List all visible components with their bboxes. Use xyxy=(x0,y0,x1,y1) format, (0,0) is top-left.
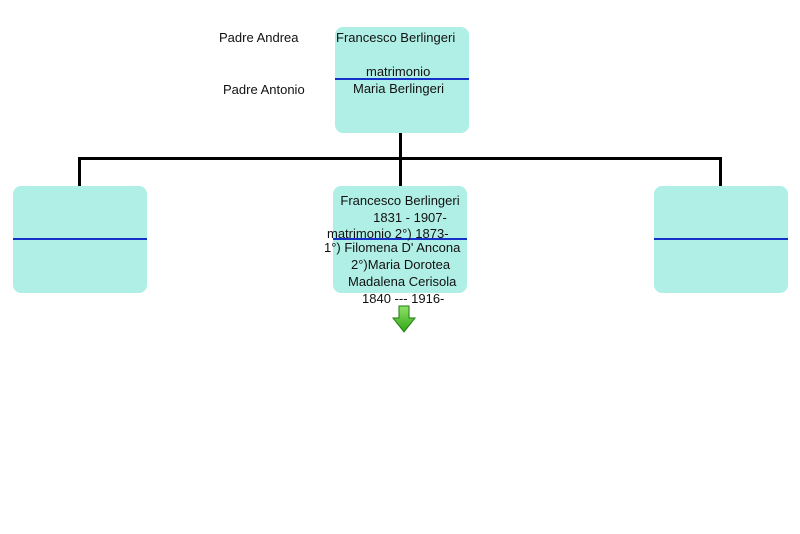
parents-box[interactable] xyxy=(335,27,469,133)
child-spouse-2: 2°)Maria Dorotea xyxy=(351,257,451,272)
father-name: Francesco Berlingeri xyxy=(336,30,456,45)
child-spouse-2-cont: Madalena Cerisola xyxy=(348,274,457,289)
parent-stem-line xyxy=(399,131,402,160)
child-dates: 1831 - 1907- xyxy=(373,210,447,225)
child-name: Francesco Berlingeri xyxy=(340,193,460,208)
left-child-drop-line xyxy=(78,157,81,187)
down-arrow-icon[interactable] xyxy=(392,305,416,333)
center-child-drop-line xyxy=(399,157,402,187)
left-child-divider xyxy=(13,238,147,240)
mother-name: Maria Berlingeri xyxy=(353,81,445,96)
child-spouse-2-dates: 1840 --- 1916- xyxy=(362,291,445,306)
left-child-box[interactable] xyxy=(13,186,147,293)
marriage-label: matrimonio xyxy=(366,64,431,79)
right-child-divider xyxy=(654,238,788,240)
child-spouse-1: 1°) Filomena D' Ancona xyxy=(324,240,461,255)
mother-side-label: Padre Antonio xyxy=(223,82,305,97)
right-child-drop-line xyxy=(719,157,722,187)
right-child-box[interactable] xyxy=(654,186,788,293)
parents-divider xyxy=(335,78,469,80)
center-child-divider xyxy=(333,238,467,240)
father-side-label: Padre Andrea xyxy=(219,30,299,45)
center-child-box[interactable] xyxy=(333,186,467,293)
child-marriage: matrimonio 2°) 1873- xyxy=(327,226,449,241)
